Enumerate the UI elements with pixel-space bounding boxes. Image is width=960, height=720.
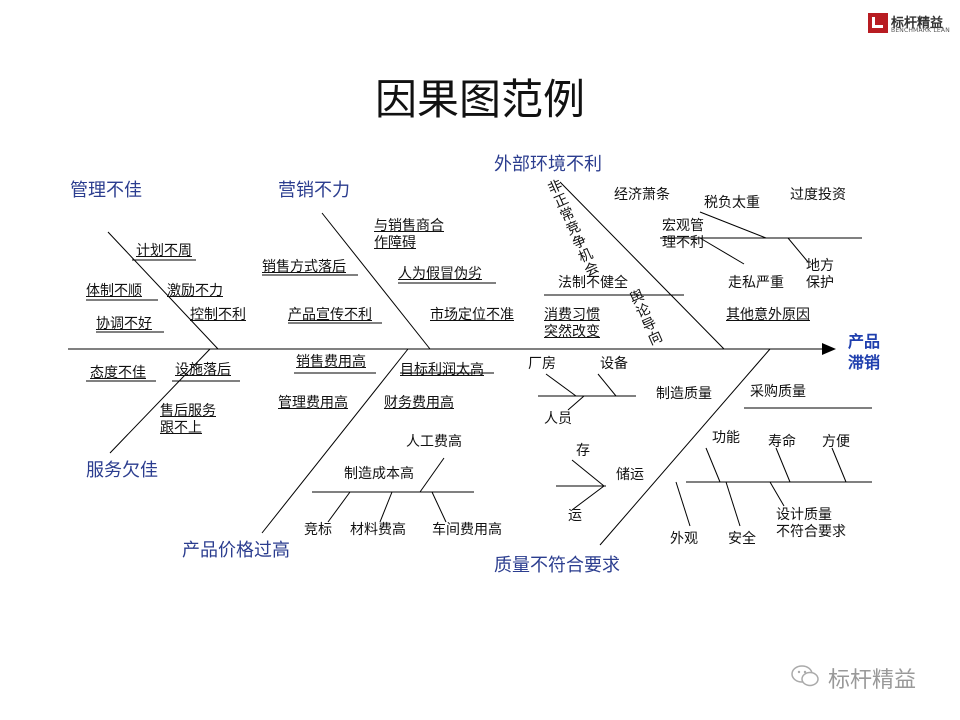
cause-mfg-cost: 制造成本高 bbox=[344, 466, 414, 482]
category-management: 管理不佳 bbox=[70, 180, 142, 201]
cause-coordination: 协调不好 bbox=[96, 316, 152, 332]
cause-habit: 消费习惯 突然改变 bbox=[544, 307, 600, 340]
category-service: 服务欠佳 bbox=[86, 460, 158, 481]
cause-incentive: 激励不力 bbox=[167, 283, 223, 299]
bone-management bbox=[107, 231, 219, 350]
cause-smuggling: 走私严重 bbox=[728, 275, 784, 291]
cause-bidding: 竞标 bbox=[304, 522, 332, 538]
cause-law: 法制不健全 bbox=[558, 275, 628, 291]
cause-control: 控制不利 bbox=[190, 307, 246, 323]
cause-after-sales: 售后服务 跟不上 bbox=[160, 403, 216, 436]
cause-sales-method: 销售方式落后 bbox=[262, 259, 346, 275]
cause-profit: 目标利润太高 bbox=[400, 362, 484, 378]
cause-purchase: 采购质量 bbox=[750, 384, 806, 400]
cause-plan: 计划不周 bbox=[136, 243, 192, 259]
bone-external bbox=[559, 181, 725, 350]
cause-sales-cost: 销售费用高 bbox=[296, 354, 366, 370]
bone-marketing bbox=[321, 212, 431, 350]
cause-design: 设计质量 不符合要求 bbox=[776, 507, 846, 540]
cause-transport: 运 bbox=[568, 508, 582, 524]
logo-subtitle: BENCHMARK LEAN bbox=[891, 27, 950, 34]
logo-brand: 标杆精益 bbox=[891, 16, 944, 31]
category-quality: 质量不符合要求 bbox=[494, 555, 620, 576]
cause-economy: 经济萧条 bbox=[614, 187, 670, 203]
page-title: 因果图范例 bbox=[374, 75, 585, 124]
cause-material: 材料费高 bbox=[350, 522, 406, 538]
effect-label: 产品 滞销 bbox=[848, 332, 881, 372]
cause-positioning: 市场定位不准 bbox=[430, 307, 514, 323]
cause-promotion: 产品宣传不利 bbox=[288, 307, 372, 323]
watermark-text: 标杆精益 bbox=[828, 668, 917, 693]
cause-workshop: 车间费用高 bbox=[432, 522, 502, 538]
bone-service bbox=[109, 348, 211, 454]
cause-mgmt-cost: 管理费用高 bbox=[278, 395, 348, 411]
cause-system: 体制不顺 bbox=[86, 283, 142, 299]
logo-mark-icon bbox=[868, 13, 888, 33]
spine-arrow bbox=[822, 343, 836, 355]
bone-price bbox=[261, 348, 409, 534]
cause-plant: 厂房 bbox=[528, 356, 556, 372]
cause-facility: 设施落后 bbox=[175, 362, 231, 378]
cause-overinvest: 过度投资 bbox=[790, 187, 846, 203]
cause-dealer: 与销售商合 作障碍 bbox=[374, 218, 444, 251]
cause-storage: 存 bbox=[576, 443, 590, 459]
wechat-icon bbox=[791, 665, 819, 687]
category-external: 外部环境不利 bbox=[494, 154, 602, 175]
cause-personnel: 人员 bbox=[544, 411, 572, 427]
cause-storage-transport: 储运 bbox=[616, 467, 644, 483]
cause-convenience: 方便 bbox=[822, 434, 850, 450]
cause-local-protection: 地方 保护 bbox=[806, 258, 834, 291]
cause-labor: 人工费高 bbox=[406, 434, 462, 450]
cause-mfg-quality: 制造质量 bbox=[656, 386, 712, 402]
bone-quality bbox=[599, 348, 771, 546]
category-price: 产品价格过高 bbox=[182, 540, 290, 561]
cause-function: 功能 bbox=[712, 430, 740, 446]
cause-finance-cost: 财务费用高 bbox=[384, 395, 454, 411]
cause-other: 其他意外原因 bbox=[726, 307, 810, 323]
brand-logo: 标杆精益 BENCHMARK LEAN bbox=[868, 12, 952, 36]
cause-appearance: 外观 bbox=[670, 531, 698, 547]
cause-macro: 宏观管 理不利 bbox=[662, 218, 704, 251]
category-marketing: 营销不力 bbox=[278, 180, 350, 201]
cause-tax: 税负太重 bbox=[704, 195, 760, 211]
cause-counterfeit: 人为假冒伪劣 bbox=[398, 266, 482, 282]
cause-attitude: 态度不佳 bbox=[90, 365, 146, 381]
cause-equipment: 设备 bbox=[600, 356, 628, 372]
cause-life: 寿命 bbox=[768, 434, 796, 450]
cause-safety: 安全 bbox=[728, 531, 756, 547]
